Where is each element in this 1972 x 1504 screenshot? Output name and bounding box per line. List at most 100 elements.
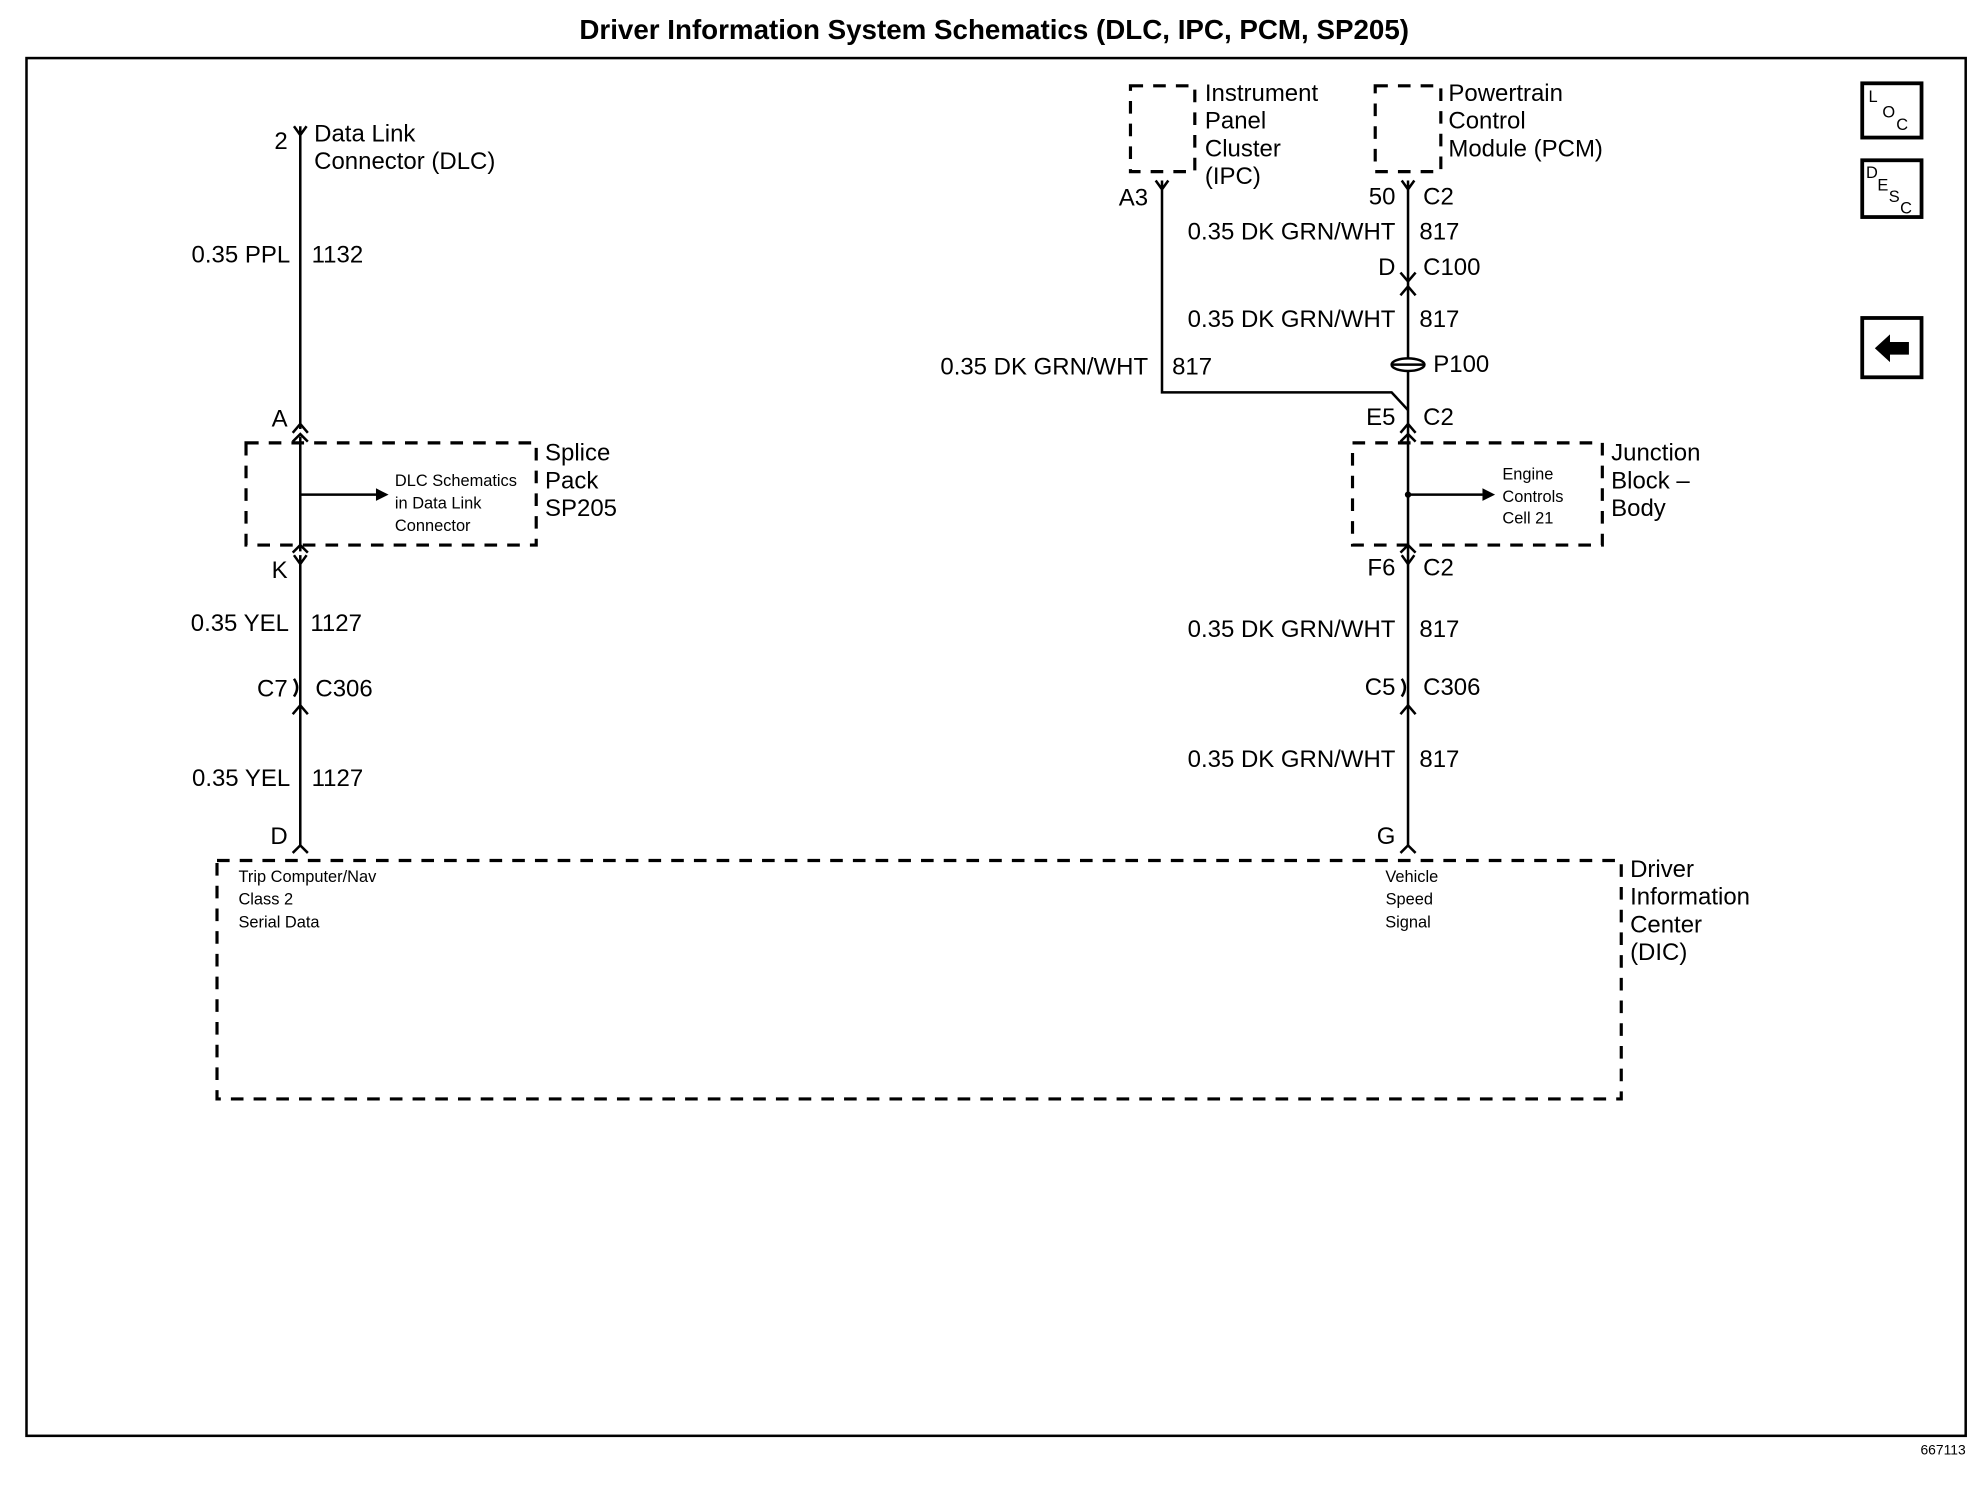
label: Speed [1386, 891, 1433, 909]
label: F6 [1367, 554, 1395, 581]
desc-button[interactable]: D E S C [1860, 158, 1924, 219]
label: Controls [1502, 488, 1563, 506]
loc-letter: L [1869, 88, 1878, 106]
wire-segment [375, 488, 389, 501]
label: Cell 21 [1502, 510, 1553, 528]
wire-segment [1399, 271, 1417, 297]
label: 0.35 DK GRN/WHT [1188, 306, 1396, 333]
page-title: Driver Information System Schematics (DL… [579, 14, 1409, 45]
label: D [1378, 254, 1395, 281]
label: Powertrain [1448, 80, 1563, 107]
desc-letter: E [1877, 177, 1888, 195]
label: (IPC) [1205, 163, 1261, 190]
wire-segment [291, 678, 309, 715]
label: 0.35 DK GRN/WHT [1188, 616, 1396, 643]
splice-pack-box [244, 441, 538, 547]
label: 817 [1419, 746, 1459, 773]
desc-letter: S [1889, 188, 1900, 206]
label: 0.35 DK GRN/WHT [1188, 746, 1396, 773]
desc-letter: C [1900, 199, 1912, 217]
label: 0.35 DK GRN/WHT [940, 354, 1148, 381]
right-circuit: Instrument Panel Cluster (IPC) Powertrai… [940, 80, 1700, 854]
label: Serial Data [238, 913, 320, 931]
label: D [270, 823, 287, 850]
label: Data Link [314, 120, 416, 147]
label: 817 [1419, 616, 1459, 643]
label: Trip Computer/Nav [238, 868, 377, 886]
label: 0.35 YEL [191, 610, 289, 637]
back-button[interactable] [1860, 316, 1924, 380]
label: Panel [1205, 108, 1266, 135]
wire-segment [1860, 81, 1924, 140]
label: 1127 [310, 610, 362, 637]
loc-letter: O [1882, 103, 1895, 121]
label: 1132 [312, 241, 364, 268]
diagram-border [25, 56, 1967, 1438]
label: Information [1630, 884, 1750, 911]
label: A3 [1119, 185, 1148, 212]
label: Class 2 [238, 891, 293, 909]
label: Block – [1611, 467, 1690, 494]
label: C2 [1423, 404, 1454, 431]
wire-segment [292, 554, 308, 846]
label: 817 [1172, 354, 1212, 381]
label: 0.35 YEL [192, 765, 290, 792]
label: C306 [315, 675, 372, 702]
label: 817 [1419, 306, 1459, 333]
label: Junction [1611, 440, 1700, 467]
junction-block-box [1350, 441, 1604, 547]
wire-segment [292, 125, 308, 430]
label: K [272, 557, 288, 584]
label: 817 [1419, 219, 1459, 246]
left-circuit: 2 Data Link Connector (DLC) 0.35 PPL 113… [191, 120, 617, 854]
loc-button[interactable]: L O C [1860, 81, 1924, 140]
label: C306 [1423, 674, 1480, 701]
label: Instrument [1205, 80, 1319, 107]
label: P100 [1433, 351, 1489, 378]
label: C7 [257, 675, 288, 702]
wire-segment [1399, 678, 1417, 715]
label: Body [1611, 495, 1666, 522]
label: Engine [1502, 465, 1553, 483]
label: DLC Schematics [395, 472, 517, 490]
pcm-box [1373, 84, 1443, 174]
label: Vehicle [1385, 868, 1438, 886]
driver-information-center: Trip Computer/Nav Class 2 Serial Data Ve… [215, 856, 1750, 1101]
figure-code: 667113 [1920, 1442, 1966, 1458]
ipc-box [1128, 84, 1197, 174]
label: C2 [1423, 554, 1454, 581]
label: SP205 [545, 495, 617, 522]
label: A [272, 405, 288, 432]
label: G [1377, 823, 1396, 850]
label: C100 [1423, 254, 1480, 281]
label: C5 [1365, 674, 1396, 701]
label: Connector [395, 517, 471, 535]
label: Connector (DLC) [314, 148, 495, 175]
loc-letter: C [1896, 116, 1908, 134]
label: E5 [1366, 404, 1395, 431]
label: (DIC) [1630, 939, 1687, 966]
label: Control [1448, 108, 1525, 135]
label: 0.35 DK GRN/WHT [1188, 219, 1396, 246]
wire-segment [1482, 488, 1496, 501]
dic-box [215, 858, 1623, 1101]
label: 50 [1369, 183, 1396, 210]
label: 0.35 PPL [192, 241, 291, 268]
wire-segment [1400, 554, 1416, 567]
label: 2 [274, 128, 287, 155]
label: Module (PCM) [1448, 135, 1603, 162]
wire-segment [291, 422, 309, 443]
wire-segment [1400, 179, 1416, 846]
desc-letter: D [1866, 164, 1878, 182]
wire-segment [1399, 543, 1417, 554]
label: 1127 [312, 765, 364, 792]
label: C2 [1423, 183, 1454, 210]
label: Splice [545, 440, 610, 467]
wire-segment [1399, 843, 1417, 854]
label: Cluster [1205, 135, 1281, 162]
wire-segment [1860, 158, 1924, 219]
left-arrow-icon [1874, 334, 1909, 363]
label: Pack [545, 467, 599, 494]
wire-segment [1399, 422, 1417, 443]
